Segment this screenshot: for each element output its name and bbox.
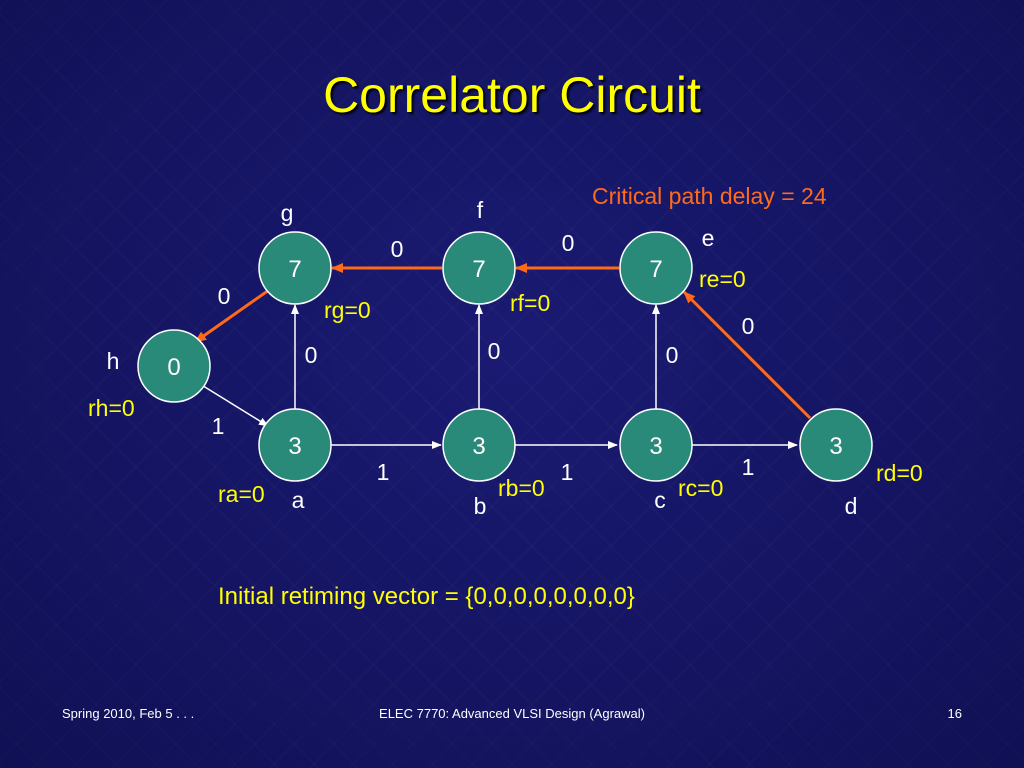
footer-course: ELEC 7770: Advanced VLSI Design (Agrawal… bbox=[379, 706, 645, 721]
node-h: 0 bbox=[137, 329, 211, 403]
edge-weight-g-h: 0 bbox=[218, 283, 231, 309]
node-c-name: c bbox=[654, 487, 666, 513]
edge-weight-a-b: 1 bbox=[377, 459, 390, 485]
edge-weight-b-f: 0 bbox=[488, 338, 501, 364]
node-c: 3 bbox=[619, 408, 693, 482]
node-d-delay: 3 bbox=[829, 433, 842, 460]
edge-weight-h-a: 1 bbox=[212, 413, 225, 439]
retiming-label-g: rg=0 bbox=[324, 297, 371, 323]
node-e-name: e bbox=[702, 225, 715, 251]
node-a-name: a bbox=[292, 487, 305, 513]
edge-weight-e-f: 0 bbox=[562, 230, 575, 256]
edge-weight-d-e: 0 bbox=[742, 313, 755, 339]
slide-title: Correlator Circuit bbox=[323, 67, 701, 123]
node-g-name: g bbox=[281, 200, 294, 226]
edge-weight-c-d: 1 bbox=[742, 454, 755, 480]
retiming-label-e: re=0 bbox=[699, 266, 746, 292]
node-c-delay: 3 bbox=[649, 433, 662, 460]
node-a: 3 bbox=[258, 408, 332, 482]
retiming-label-c: rc=0 bbox=[678, 475, 723, 501]
node-g: 7 bbox=[258, 231, 332, 305]
initial-retiming-vector: Initial retiming vector = {0,0,0,0,0,0,0… bbox=[218, 583, 635, 610]
node-h-delay: 0 bbox=[167, 354, 180, 381]
critical-path-label: Critical path delay = 24 bbox=[592, 183, 827, 209]
footer-page-number: 16 bbox=[947, 706, 962, 721]
node-d: 3 bbox=[799, 408, 873, 482]
edge-weight-f-g: 0 bbox=[391, 236, 404, 262]
footer-date: Spring 2010, Feb 5 . . . bbox=[62, 706, 195, 721]
node-f-name: f bbox=[477, 197, 484, 223]
edge-weight-b-c: 1 bbox=[561, 459, 574, 485]
node-h-name: h bbox=[107, 348, 120, 374]
edge-g-h bbox=[194, 288, 270, 344]
retiming-label-d: rd=0 bbox=[876, 460, 923, 486]
edge-h-a bbox=[199, 383, 269, 427]
node-b-name: b bbox=[474, 493, 487, 519]
node-d-name: d bbox=[845, 493, 858, 519]
retiming-label-h: rh=0 bbox=[88, 395, 135, 421]
node-b: 3 bbox=[442, 408, 516, 482]
retiming-label-b: rb=0 bbox=[498, 475, 545, 501]
node-e: 7 bbox=[619, 231, 693, 305]
node-g-delay: 7 bbox=[288, 256, 301, 283]
node-a-delay: 3 bbox=[288, 433, 301, 460]
retiming-label-a: ra=0 bbox=[218, 481, 265, 507]
edge-weight-c-e: 0 bbox=[666, 342, 679, 368]
edge-weight-a-g: 0 bbox=[305, 342, 318, 368]
node-e-delay: 7 bbox=[649, 256, 662, 283]
node-f-delay: 7 bbox=[472, 256, 485, 283]
retiming-label-f: rf=0 bbox=[510, 290, 550, 316]
node-b-delay: 3 bbox=[472, 433, 485, 460]
node-f: 7 bbox=[442, 231, 516, 305]
edge-d-e bbox=[682, 290, 812, 420]
